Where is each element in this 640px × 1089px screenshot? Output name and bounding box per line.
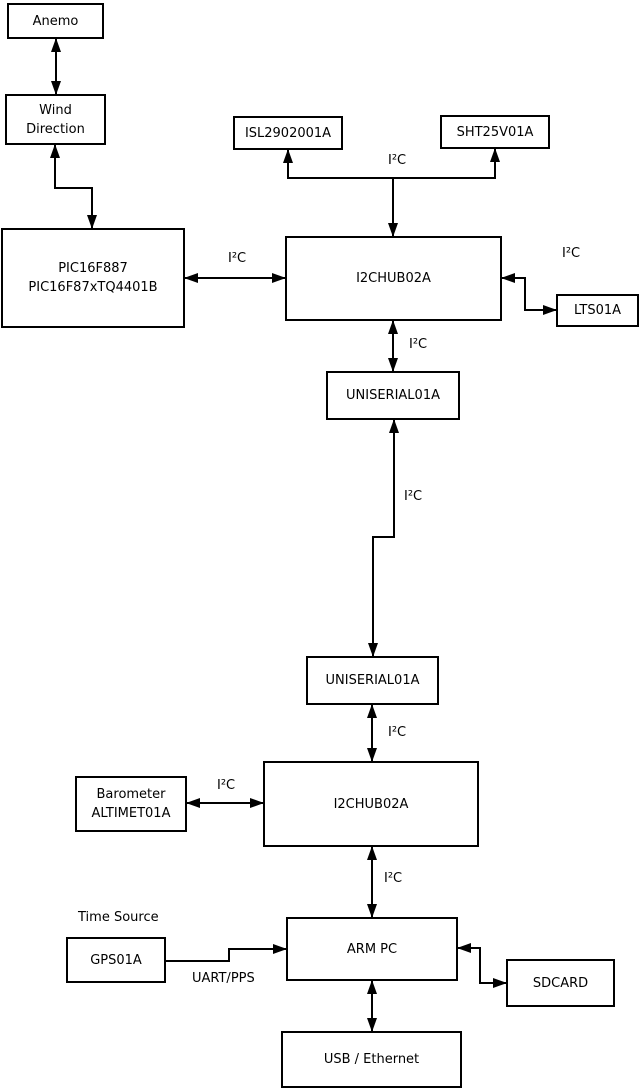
connector-hub1-lts <box>501 273 557 315</box>
node-lts: LTS01A <box>556 294 639 327</box>
node-pic-label: PIC16F887 <box>58 261 128 276</box>
node-gps: GPS01A <box>66 937 166 983</box>
node-arm-pc-label: ARM PC <box>346 941 398 957</box>
node-anemo-label: Anemo <box>32 13 79 29</box>
node-anemo: Anemo <box>7 3 104 39</box>
node-wind-direction-label: Direction <box>26 121 85 137</box>
node-sdcard: SDCARD <box>506 959 615 1007</box>
node-i2chub-1: I2CHUB02A <box>285 236 502 321</box>
label-i2c-baro-hub2: I²C <box>217 778 236 793</box>
node-sht: SHT25V01A <box>440 115 550 149</box>
node-pic-label: PIC16F87xTQ4401B <box>28 280 158 295</box>
label-i2c-sensor-bus: I²C <box>388 153 407 168</box>
node-isl-label: ISL2902001A <box>244 125 332 141</box>
node-uniserial-2: UNISERIAL01A <box>306 656 439 705</box>
node-i2chub-1-label: I2CHUB02A <box>356 271 431 286</box>
label-i2c-pic-hub1: I²C <box>228 251 247 266</box>
node-arm-pc: ARM PC <box>286 917 458 981</box>
node-usb-ethernet: USB / Ethernet <box>281 1031 462 1088</box>
node-wind-direction-label: Wind <box>39 102 72 118</box>
node-isl: ISL2902001A <box>233 116 343 150</box>
label-i2c-hub1-lts: I²C <box>562 246 581 261</box>
label-i2c-hub1-uni1: I²C <box>409 337 428 352</box>
node-gps-label: GPS01A <box>90 952 142 968</box>
node-i2chub-2-label: I2CHUB02A <box>333 796 409 812</box>
connector-armpc-sdcard <box>457 943 507 988</box>
node-uniserial-1: UNISERIAL01A <box>326 371 460 420</box>
node-sdcard-label: SDCARD <box>532 975 589 991</box>
label-i2c-hub2-armpc: I²C <box>384 871 403 886</box>
label-i2c-uni1-uni2: I²C <box>404 489 423 504</box>
label-i2c-uni2-hub2: I²C <box>388 725 407 740</box>
node-barometer-label: ALTIMET01A <box>91 806 171 821</box>
node-barometer-label: Barometer <box>96 787 166 802</box>
connector-sensor-bus <box>283 148 500 179</box>
label-time-source: Time Source <box>78 910 159 925</box>
connector-gps-armpc <box>166 944 287 962</box>
node-usb-ethernet-label: USB / Ethernet <box>323 1052 420 1067</box>
node-uniserial-2-label: UNISERIAL01A <box>325 673 420 688</box>
node-i2chub-2: I2CHUB02A <box>263 761 479 847</box>
label-uart-pps: UART/PPS <box>192 971 255 986</box>
node-lts-label: LTS01A <box>573 303 622 318</box>
connector-wind-pic <box>50 144 97 229</box>
connector-uni1-uni2 <box>368 419 399 657</box>
node-sht-label: SHT25V01A <box>456 124 534 140</box>
node-uniserial-1-label: UNISERIAL01A <box>346 388 440 403</box>
